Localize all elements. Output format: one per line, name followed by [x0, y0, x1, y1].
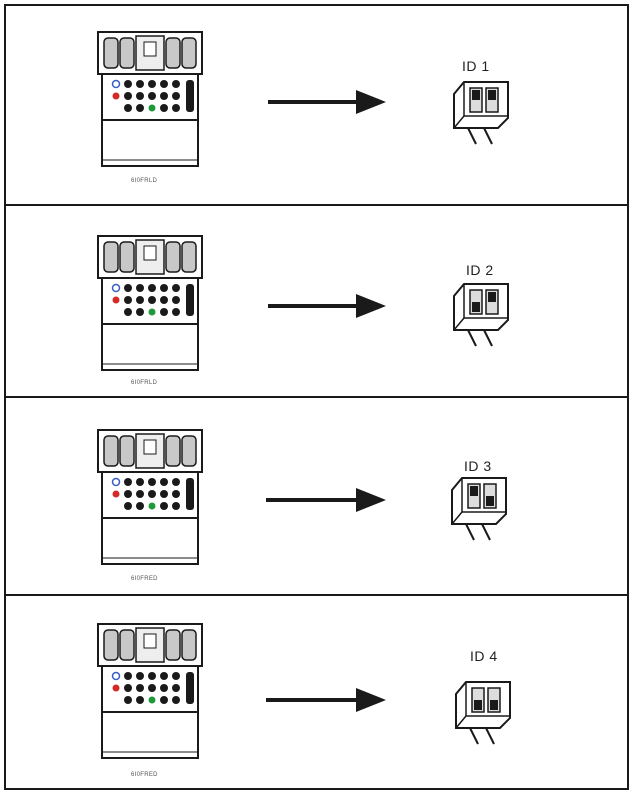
- module-device: [97, 235, 203, 371]
- module-caption: 6I0FRED: [131, 576, 158, 582]
- panel-divider: [6, 204, 627, 206]
- panel-1: ID 1 6I0FRLD: [6, 6, 627, 204]
- panel-divider: [6, 396, 627, 398]
- id-label: ID 2: [466, 262, 494, 278]
- id-label: ID 1: [462, 58, 490, 74]
- arrow: [268, 294, 386, 318]
- panel-2-art: [97, 235, 509, 371]
- diagram-frame: ID 1 6I0FRLD: [4, 4, 629, 790]
- panel-3-art: [97, 429, 507, 565]
- module-caption: 6I0FRLD: [131, 178, 158, 184]
- arrow: [266, 688, 386, 712]
- dip-switch: [455, 681, 511, 745]
- panel-3: ID 3 6I0FRED: [6, 398, 627, 594]
- dip-switch: [453, 81, 509, 145]
- module-caption: 6I0FRLD: [131, 380, 158, 386]
- dip-switch: [451, 477, 507, 541]
- panel-2: ID 2 6I0FRLD: [6, 206, 627, 396]
- panel-4-art: [97, 623, 511, 759]
- panel-1-art: [97, 31, 509, 167]
- id-label: ID 3: [464, 458, 492, 474]
- module-device: [97, 429, 203, 565]
- arrow: [268, 90, 386, 114]
- panel-4: ID 4 6I0FRED: [6, 596, 627, 788]
- arrow: [266, 488, 386, 512]
- dip-switch: [453, 283, 509, 347]
- module-device: [97, 623, 203, 759]
- panel-divider: [6, 594, 627, 596]
- module-device: [97, 31, 203, 167]
- id-label: ID 4: [470, 648, 498, 664]
- module-caption: 6I0FRED: [131, 772, 158, 778]
